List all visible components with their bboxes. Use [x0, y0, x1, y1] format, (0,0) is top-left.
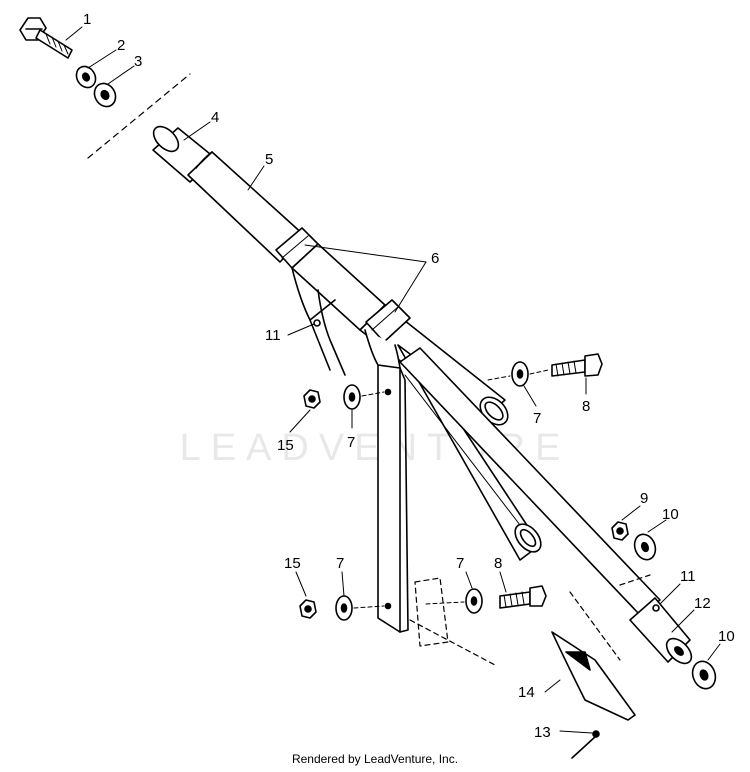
hidden-plate-outline — [409, 574, 651, 666]
axis-centerline — [87, 73, 191, 159]
part-9-nut[interactable] — [611, 521, 629, 541]
callout-6: 6 — [431, 250, 439, 267]
callout-2: 2 — [117, 37, 125, 54]
part-11-bolt-upper[interactable] — [313, 319, 321, 327]
part-2-lock-washer[interactable] — [73, 63, 100, 91]
part-6-collar-lower[interactable] — [365, 299, 411, 343]
part-15-nut-upper[interactable] — [303, 389, 321, 409]
callout-11-upper: 11 — [265, 327, 281, 344]
callout-14: 14 — [518, 684, 535, 701]
callout-7-right-upper: 7 — [533, 410, 541, 427]
callout-8-upper: 8 — [582, 398, 590, 415]
callout-1: 1 — [83, 11, 91, 28]
post-hole-upper — [384, 388, 392, 396]
part-10-washer-upper[interactable] — [631, 531, 659, 562]
part-12-tube-end[interactable] — [629, 597, 696, 668]
part-11-bolt-lower[interactable] — [652, 604, 660, 612]
callout-9: 9 — [640, 490, 648, 507]
callout-11-lower: 11 — [680, 568, 696, 585]
part-7-washer-right-lower[interactable] — [465, 588, 483, 614]
callout-15-lower: 15 — [284, 555, 301, 572]
leader-lines — [65, 26, 721, 734]
part-7-washer-left-lower[interactable] — [335, 595, 353, 621]
part-8-bolt-lower[interactable] — [499, 585, 547, 609]
post-hole-lower — [384, 602, 392, 610]
callout-8-lower: 8 — [494, 555, 502, 572]
handlebar-main-tube[interactable] — [291, 243, 513, 430]
callout-7-left-lower: 7 — [336, 555, 344, 572]
callout-10-lower: 10 — [718, 628, 735, 645]
part-7-washer-left-upper[interactable] — [343, 384, 361, 410]
callout-15-upper: 15 — [277, 437, 294, 454]
part-3-washer[interactable] — [90, 80, 119, 111]
callout-7-right-lower: 7 — [456, 555, 464, 572]
callout-10-upper: 10 — [662, 506, 679, 523]
callout-4: 4 — [211, 109, 219, 126]
callout-5: 5 — [265, 151, 273, 168]
handlebar-post[interactable] — [364, 329, 409, 633]
callout-12: 12 — [694, 595, 711, 612]
part-10-washer-lower[interactable] — [689, 658, 719, 692]
callout-7-left-upper: 7 — [347, 434, 355, 451]
part-13-pin[interactable] — [571, 730, 600, 759]
lower-tube[interactable] — [399, 347, 661, 616]
callout-3: 3 — [134, 53, 142, 70]
handlebar-left-arm — [291, 267, 346, 376]
footer-credit: Rendered by LeadVenture, Inc. — [291, 752, 459, 766]
part-1-bolt[interactable] — [19, 17, 73, 59]
part-15-nut-lower[interactable] — [299, 599, 317, 619]
callout-labels: 1 2 3 4 5 6 11 15 7 7 8 9 10 11 12 10 15… — [83, 11, 735, 741]
callout-13: 13 — [534, 724, 551, 741]
part-7-washer-right-upper[interactable] — [511, 361, 529, 387]
part-14-bracket[interactable] — [551, 631, 636, 721]
part-8-bolt-upper[interactable] — [551, 353, 603, 377]
